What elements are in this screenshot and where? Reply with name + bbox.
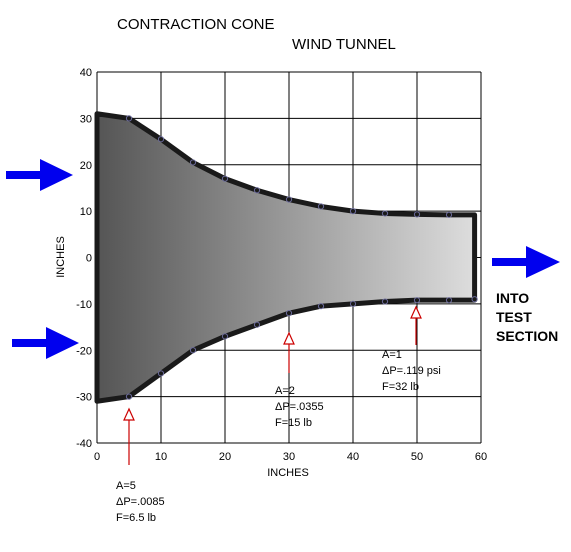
annotation-station-5: A=5 ΔP=.0085 F=6.5 lb bbox=[116, 480, 165, 524]
y-tick-label: 40 bbox=[80, 67, 92, 79]
y-tick-label: 0 bbox=[86, 253, 92, 265]
outlet-label-line-1: INTO bbox=[496, 290, 529, 306]
annotation-line: ΔP=.0085 bbox=[116, 496, 165, 508]
data-point-bottom bbox=[317, 303, 325, 310]
y-tick-label: 10 bbox=[80, 206, 92, 218]
y-tick-label: -20 bbox=[76, 345, 92, 357]
data-point-top bbox=[349, 208, 357, 215]
annotation-line: F=15 lb bbox=[275, 417, 312, 429]
data-point-top bbox=[413, 211, 421, 218]
x-tick-label: 40 bbox=[347, 451, 359, 463]
data-point-bottom bbox=[253, 321, 261, 328]
x-tick-label: 20 bbox=[219, 451, 231, 463]
inflow-arrow-upper-icon bbox=[6, 159, 73, 191]
inflow-arrow-lower-icon bbox=[12, 327, 79, 359]
data-point-top bbox=[285, 196, 293, 203]
annotation-line: ΔP=.119 psi bbox=[382, 365, 441, 377]
outlet-label-line-2: TEST bbox=[496, 309, 532, 325]
annotation-line: A=2 bbox=[275, 385, 295, 397]
contraction-cone-body bbox=[94, 111, 478, 404]
station-arrow-icon bbox=[410, 305, 422, 345]
x-tick-label: 10 bbox=[155, 451, 167, 463]
data-point-top bbox=[445, 211, 453, 218]
x-tick-label: 60 bbox=[475, 451, 487, 463]
data-point-bottom bbox=[221, 333, 229, 340]
annotation-line: F=6.5 lb bbox=[116, 512, 156, 524]
outlet-label-line-3: SECTION bbox=[496, 328, 558, 344]
y-tick-label: 20 bbox=[80, 160, 92, 172]
station-arrow-icon bbox=[283, 331, 295, 373]
x-tick-label: 50 bbox=[411, 451, 423, 463]
data-point-bottom bbox=[349, 300, 357, 307]
y-tick-label: -40 bbox=[76, 438, 92, 450]
axis-ticks: 0 10 20 30 40 50 60 40 30 20 10 0 -10 -20 -30 -40 bbox=[76, 67, 487, 463]
y-tick-label: -10 bbox=[76, 299, 92, 311]
data-point-top bbox=[221, 175, 229, 182]
annotation-station-30: A=2 ΔP=.0355 F=15 lb bbox=[275, 385, 324, 429]
data-point-bottom bbox=[189, 347, 197, 354]
contour-data-points bbox=[125, 115, 478, 400]
data-point-bottom bbox=[285, 310, 293, 317]
y-axis-label: INCHES bbox=[55, 236, 67, 278]
x-axis-label: INCHES bbox=[267, 467, 309, 479]
station-markers bbox=[123, 305, 422, 465]
data-point-bottom bbox=[381, 298, 389, 305]
x-tick-label: 30 bbox=[283, 451, 295, 463]
y-tick-label: 30 bbox=[80, 113, 92, 125]
data-point-bottom bbox=[125, 393, 133, 400]
data-point-top bbox=[189, 159, 197, 166]
title-line-1: CONTRACTION CONE bbox=[117, 16, 275, 33]
data-point-bottom bbox=[413, 297, 421, 304]
annotation-line: A=5 bbox=[116, 480, 136, 492]
x-tick-label: 0 bbox=[94, 451, 100, 463]
outflow-arrow-icon bbox=[492, 246, 560, 278]
data-point-top bbox=[381, 210, 389, 217]
data-point-top bbox=[317, 203, 325, 210]
data-point-top bbox=[125, 115, 133, 122]
title-line-2: WIND TUNNEL bbox=[292, 36, 396, 53]
station-arrow-icon bbox=[123, 407, 135, 465]
data-point-top bbox=[157, 136, 165, 143]
data-point-bottom bbox=[445, 297, 453, 304]
annotation-station-50: A=1 ΔP=.119 psi F=32 lb bbox=[382, 349, 441, 393]
data-point-bottom bbox=[471, 296, 478, 303]
y-tick-label: -30 bbox=[76, 392, 92, 404]
annotation-line: A=1 bbox=[382, 349, 402, 361]
annotation-line: ΔP=.0355 bbox=[275, 401, 324, 413]
data-point-top bbox=[253, 187, 261, 194]
data-point-bottom bbox=[157, 370, 165, 377]
annotation-line: F=32 lb bbox=[382, 381, 419, 393]
